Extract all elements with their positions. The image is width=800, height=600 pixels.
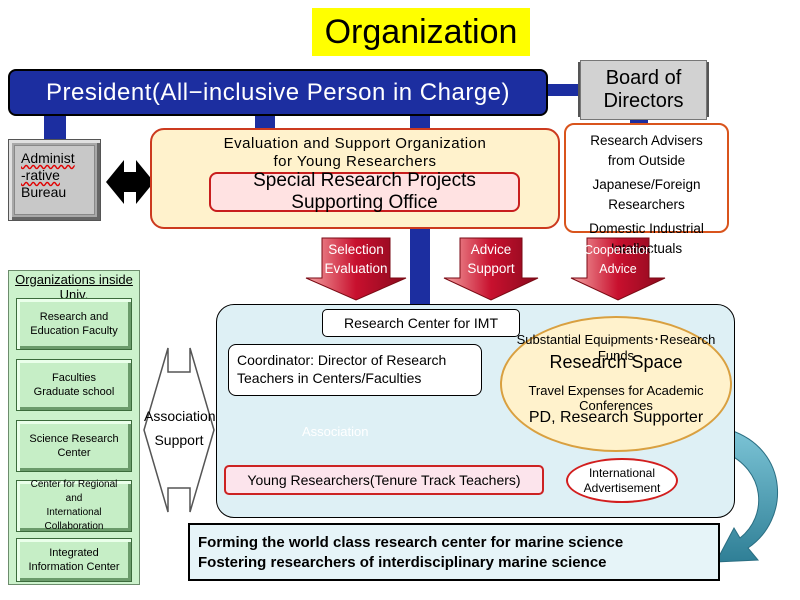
down-arrow-cooperation-label: Cooperation Advice bbox=[582, 241, 654, 279]
board-label: Board of Directors bbox=[580, 59, 707, 120]
association-support-label: Association Support bbox=[144, 404, 216, 452]
association-support-arrow bbox=[143, 347, 215, 513]
coordinator-line-1: Coordinator: Director of Research bbox=[237, 352, 447, 368]
org-item-faculties: Faculties Graduate school bbox=[16, 359, 132, 411]
administrative-bureau-label: Administ -rative Bureau bbox=[14, 145, 95, 215]
admin-line-3: Bureau bbox=[21, 184, 67, 200]
administrative-bureau-box: Administ -rative Bureau bbox=[8, 139, 101, 221]
resources-line-1: Substantial Equipments･Research Funds bbox=[516, 332, 716, 363]
association-support-line-1: Association bbox=[144, 408, 216, 424]
down-arrow-selection-label: Selection Evaluation bbox=[322, 240, 390, 278]
young-researchers-box: Young Researchers(Tenure Track Teachers) bbox=[224, 465, 544, 495]
resources-ellipse bbox=[500, 316, 732, 452]
org-item-research-education: Research and Education Faculty bbox=[16, 298, 132, 350]
international-line-2: Advertisement bbox=[583, 480, 661, 495]
admin-line-1: Administ bbox=[21, 150, 75, 166]
resources-line-4: PD, Research Supporter bbox=[528, 409, 704, 426]
org-2-line-1: Faculties bbox=[51, 372, 97, 384]
org-item-regional-international: Center for Regional and International Co… bbox=[16, 479, 132, 532]
org-2-line-2: Graduate school bbox=[33, 386, 115, 398]
special-projects-office-label: Special Research Projects Supporting Off… bbox=[253, 170, 476, 213]
president-bar: President(All−inclusive Person in Charge… bbox=[8, 69, 548, 116]
org-4-line-2: International Collaboration bbox=[44, 507, 104, 532]
research-center-imt-box: Research Center for IMT bbox=[322, 309, 520, 337]
page-title: Organization bbox=[312, 8, 530, 56]
org-item-science-research: Science Research Center bbox=[16, 420, 132, 472]
goal-line-1: Forming the world class research center … bbox=[198, 534, 624, 551]
cooperation-advice-text: Advice bbox=[599, 262, 637, 276]
org-1-line-1: Research and bbox=[39, 311, 109, 323]
advisers-line-3: Japanese/Foreign Researchers bbox=[592, 177, 701, 212]
president-label: President(All−inclusive Person in Charge… bbox=[45, 78, 511, 106]
admin-double-arrow bbox=[106, 160, 154, 204]
advisers-line-2: from Outside bbox=[607, 153, 686, 168]
goal-box: Forming the world class research center … bbox=[188, 523, 720, 581]
down-arrow-selection bbox=[305, 237, 407, 301]
org-3-line-2: Center bbox=[57, 447, 91, 459]
international-line-1: International bbox=[588, 465, 656, 480]
research-center-imt-label: Research Center for IMT bbox=[343, 315, 499, 331]
cooperation-text: Cooperation bbox=[583, 243, 653, 257]
advisers-line-4: Domestic Industrial Intellectuals bbox=[589, 221, 704, 256]
resources-line-2: Research Space bbox=[549, 352, 683, 372]
down-arrow-advice bbox=[443, 237, 539, 301]
research-advisers-box: Research Advisers from Outside Japanese/… bbox=[564, 123, 729, 256]
advisers-line-1: Research Advisers bbox=[590, 133, 703, 148]
young-researchers-label: Young Researchers(Tenure Track Teachers) bbox=[247, 472, 521, 488]
down-arrow-cooperation bbox=[570, 237, 666, 301]
org-5-line-2: Information Center bbox=[28, 561, 120, 573]
evaluation-text: Evaluation bbox=[324, 261, 388, 276]
selection-text: Selection bbox=[328, 242, 384, 257]
org-1-line-2: Education Faculty bbox=[30, 325, 118, 337]
curve-arrow bbox=[715, 429, 778, 563]
association-label: Association bbox=[302, 424, 369, 439]
coordinator-box: Coordinator: Director of Research Teache… bbox=[228, 344, 482, 396]
evaluation-support-title: Evaluation and Support Organization for … bbox=[150, 135, 560, 171]
president-connector-left bbox=[44, 114, 66, 140]
org-item-information-center: Integrated Information Center bbox=[16, 538, 132, 582]
advice-text: Advice bbox=[470, 242, 512, 257]
goal-line-2: Fostering researchers of interdisciplina… bbox=[198, 554, 607, 571]
org-5-line-1: Integrated bbox=[49, 547, 99, 559]
special-projects-office-box: Special Research Projects Supporting Off… bbox=[209, 170, 520, 213]
board-of-directors-box: Board of Directors bbox=[578, 59, 709, 120]
evaluation-line-1: Evaluation and Support Organization bbox=[223, 135, 487, 152]
association-support-line-2: Support bbox=[154, 432, 204, 448]
evaluation-line-2: for Young Researchers bbox=[273, 153, 437, 170]
admin-line-2: -rative bbox=[21, 167, 60, 183]
president-connector-mid bbox=[255, 114, 275, 130]
down-arrow-advice-label: Advice Support bbox=[460, 240, 522, 278]
coordinator-line-2: Teachers in Centers/Faculties bbox=[237, 370, 422, 386]
resources-line-3: Travel Expenses for Academic Conferences bbox=[528, 383, 704, 413]
org-3-line-1: Science Research bbox=[29, 433, 119, 445]
international-advertisement-ellipse: International Advertisement bbox=[566, 458, 678, 503]
support-text: Support bbox=[467, 261, 515, 276]
board-connector bbox=[548, 84, 580, 96]
org-4-line-1: Center for Regional and bbox=[30, 479, 118, 504]
